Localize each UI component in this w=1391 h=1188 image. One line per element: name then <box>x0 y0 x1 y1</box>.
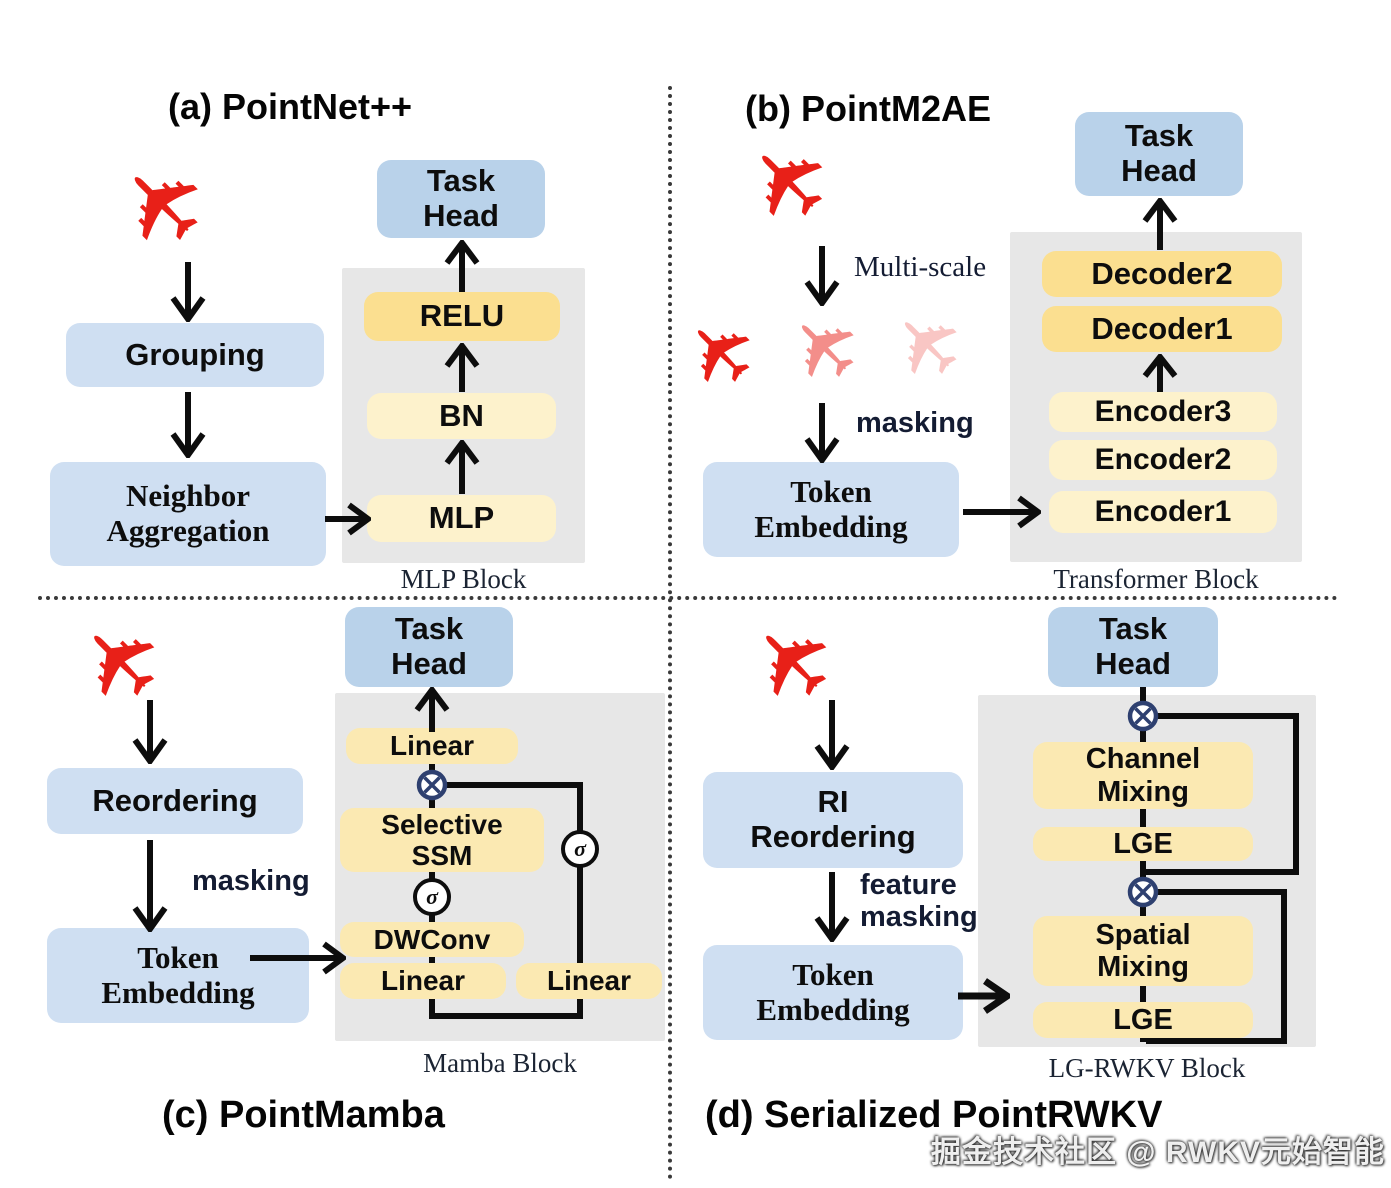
rwkv-skip2-top <box>1157 889 1287 895</box>
watermark-text: 掘金技术社区 @ RWKV元始智能 <box>930 1136 1385 1169</box>
lg-rwkv-block-label: LG-RWKV Block <box>1048 1053 1246 1083</box>
multiply-icon <box>1127 700 1159 732</box>
arrow-down-icon <box>814 700 850 770</box>
token-embedding-box-c: Token Embedding <box>47 928 309 1023</box>
airplane-scale3: ✈ <box>868 282 990 404</box>
panel-b-title: (b) PointM2AE <box>745 88 991 129</box>
neighbor-aggregation-box: Neighbor Aggregation <box>50 462 326 566</box>
dwconv-box: DWConv <box>340 922 524 957</box>
rwkv-skip1-top <box>1157 713 1299 719</box>
arrow-down-icon <box>170 392 206 458</box>
feature-masking-label: feature masking <box>860 869 978 933</box>
mamba-bottom-line <box>429 1013 583 1019</box>
token-embedding-box-b: Token Embedding <box>703 462 959 557</box>
arrow-right-icon <box>325 502 371 536</box>
lge-top-box: LGE <box>1033 827 1253 861</box>
mamba-bottom-left-line <box>429 999 435 1019</box>
multi-scale-label: Multi-scale <box>854 251 987 283</box>
mamba-branch-line <box>577 788 583 966</box>
bn-box: BN <box>367 393 556 439</box>
arrow-down-icon <box>814 872 850 942</box>
mamba-block-label: Mamba Block <box>423 1048 577 1078</box>
transformer-block-label: Transformer Block <box>1053 564 1259 594</box>
linear-right-box: Linear <box>516 963 662 999</box>
airplane-scale2: ✈ <box>765 285 887 407</box>
airplane-scale1: ✈ <box>661 290 783 412</box>
arrow-down-icon <box>804 246 840 306</box>
grouping-box: Grouping <box>66 323 324 387</box>
arrow-down-icon <box>170 262 206 322</box>
task-head-box-b: Task Head <box>1075 112 1243 196</box>
task-head-box-d: Task Head <box>1048 607 1218 687</box>
arrow-up-icon <box>414 687 450 732</box>
channel-mixing-box: Channel Mixing <box>1033 742 1253 809</box>
arrow-up-icon <box>1142 198 1178 250</box>
vertical-divider <box>668 86 672 1180</box>
decoder1-box: Decoder1 <box>1042 306 1282 352</box>
arrow-right-icon <box>250 941 346 975</box>
arrow-right-icon <box>958 978 1010 1014</box>
task-head-box-a: Task Head <box>377 160 545 238</box>
encoder1-box: Encoder1 <box>1049 491 1277 533</box>
sigma-icon: σ <box>413 878 451 916</box>
token-embedding-box-d: Token Embedding <box>703 945 963 1040</box>
linear-left-box: Linear <box>340 963 506 999</box>
masking-label-c: masking <box>192 865 310 897</box>
rwkv-skip1-side <box>1293 713 1299 875</box>
arrow-up-icon <box>444 240 480 292</box>
arrow-down-icon <box>132 700 168 764</box>
arrow-down-icon <box>804 403 840 463</box>
relu-box: RELU <box>364 292 560 341</box>
arrow-down-icon <box>132 840 168 932</box>
selective-ssm-box: Selective SSM <box>340 808 544 872</box>
panel-a-title: (a) PointNet++ <box>168 86 413 127</box>
multiply-icon <box>1127 876 1159 908</box>
rwkv-skip2-side <box>1281 889 1287 1044</box>
encoder3-box: Encoder3 <box>1049 392 1277 432</box>
reordering-box: Reordering <box>47 768 303 834</box>
sigma-icon: σ <box>561 830 599 868</box>
arrow-up-icon <box>444 440 480 494</box>
ri-reordering-box: RI Reordering <box>703 772 963 868</box>
encoder2-box: Encoder2 <box>1049 440 1277 480</box>
arrow-up-icon <box>1142 354 1178 392</box>
rwkv-skip1-bottom <box>1146 869 1299 875</box>
panel-c-caption: (c) PointMamba <box>162 1094 445 1136</box>
mamba-branch-top-line <box>446 782 583 788</box>
spatial-mixing-box: Spatial Mixing <box>1033 916 1253 986</box>
mamba-bottom-right-line <box>577 999 583 1019</box>
task-head-box-c: Task Head <box>345 607 513 687</box>
masking-label-b: masking <box>856 407 974 439</box>
rwkv-main-line <box>1140 687 1146 1042</box>
linear-top-box: Linear <box>346 728 518 764</box>
multiply-icon <box>416 769 448 801</box>
panel-d-caption: (d) Serialized PointRWKV <box>705 1094 1163 1136</box>
mlp-box: MLP <box>367 495 556 542</box>
airplane-point-cloud-b: ✈ <box>718 109 861 252</box>
rwkv-skip2-bottom <box>1146 1038 1287 1044</box>
mamba-main-line <box>429 745 435 1000</box>
mlp-block-label: MLP Block <box>400 564 527 594</box>
lge-bottom-box: LGE <box>1033 1002 1253 1038</box>
arrow-up-icon <box>444 343 480 392</box>
decoder2-box: Decoder2 <box>1042 251 1282 297</box>
airplane-point-cloud-a: ✈ <box>89 128 238 278</box>
arrow-right-icon <box>963 495 1041 529</box>
horizontal-divider <box>38 596 1338 600</box>
